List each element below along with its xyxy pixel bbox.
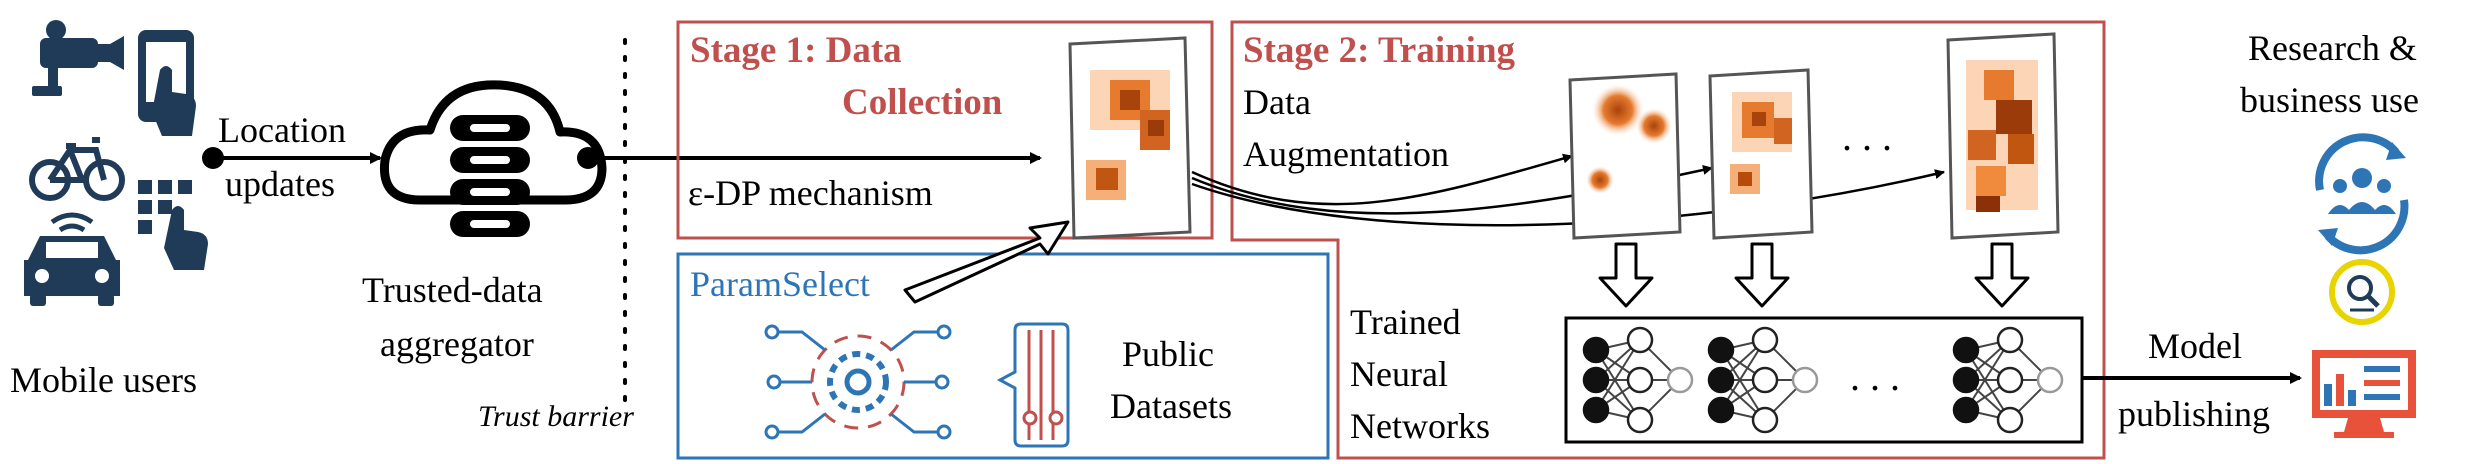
data-augmentation-line1: Data — [1243, 82, 1311, 122]
paramselect-arrow — [903, 220, 1070, 304]
keypad-touch-icon — [138, 180, 208, 270]
cloud-server-icon — [379, 80, 607, 237]
dashboard-monitor-icon — [2312, 350, 2416, 438]
bicycle-icon — [29, 137, 125, 201]
neural-network-icon — [1582, 326, 1694, 434]
location-updates-label-line2: updates — [225, 164, 335, 204]
stage2-box — [1230, 20, 2106, 460]
data-augmentation-line2: Augmentation — [1243, 134, 1449, 174]
networks-label: Networks — [1350, 406, 1490, 446]
paramselect-title: ParamSelect — [690, 264, 870, 304]
trained-label: Trained — [1350, 302, 1461, 342]
neural-network-icon — [1707, 326, 1819, 434]
neural-networks-ellipsis: . . . — [1850, 354, 1900, 399]
model-publishing-line1: Model — [2148, 326, 2242, 366]
location-updates-arrow: Location updates — [202, 110, 382, 204]
aggregator-label-line1: Trusted-data — [362, 270, 543, 310]
stage1-title-line1: Stage 1: Data — [690, 30, 902, 71]
magnifier-badge-icon — [2329, 259, 2395, 325]
augmented-heatmap-2 — [1708, 68, 1814, 240]
cctv-camera-icon — [32, 20, 124, 96]
augmented-heatmap-1 — [1568, 72, 1682, 240]
augmented-heatmap-3 — [1946, 32, 2060, 240]
dp-mechanism-label: ε-DP mechanism — [688, 173, 933, 213]
gear-network-icon — [764, 324, 952, 440]
public-datasets-line2: Datasets — [1110, 386, 1232, 426]
location-updates-label-line1: Location — [218, 110, 346, 150]
stage1-box — [676, 20, 1214, 240]
mobile-users-group: Mobile users — [10, 20, 208, 400]
research-label-line2: business use — [2240, 80, 2419, 120]
smartphone-tap-icon — [138, 30, 196, 136]
training-down-arrows — [1598, 242, 2030, 308]
mobile-users-label: Mobile users — [10, 360, 197, 400]
team-sync-icon — [2315, 133, 2409, 255]
database-icon — [996, 322, 1070, 448]
public-datasets-line1: Public — [1122, 334, 1214, 374]
aggregator-label-line2: aggregator — [380, 324, 534, 364]
stage1-title-line2: Collection — [842, 82, 1003, 123]
model-publishing-line2: publishing — [2118, 394, 2270, 434]
car-icon — [24, 212, 120, 306]
neural-networks-group — [1582, 326, 2064, 434]
neural-label: Neural — [1350, 354, 1448, 394]
augmented-heatmaps-ellipsis: . . . — [1842, 114, 1892, 159]
neural-network-icon — [1952, 326, 2064, 434]
stage1-heatmap — [1068, 36, 1192, 240]
stage2-title: Stage 2: Training — [1243, 30, 1516, 71]
trust-barrier-label: Trust barrier — [478, 400, 634, 433]
research-label-line1: Research & — [2248, 28, 2417, 68]
